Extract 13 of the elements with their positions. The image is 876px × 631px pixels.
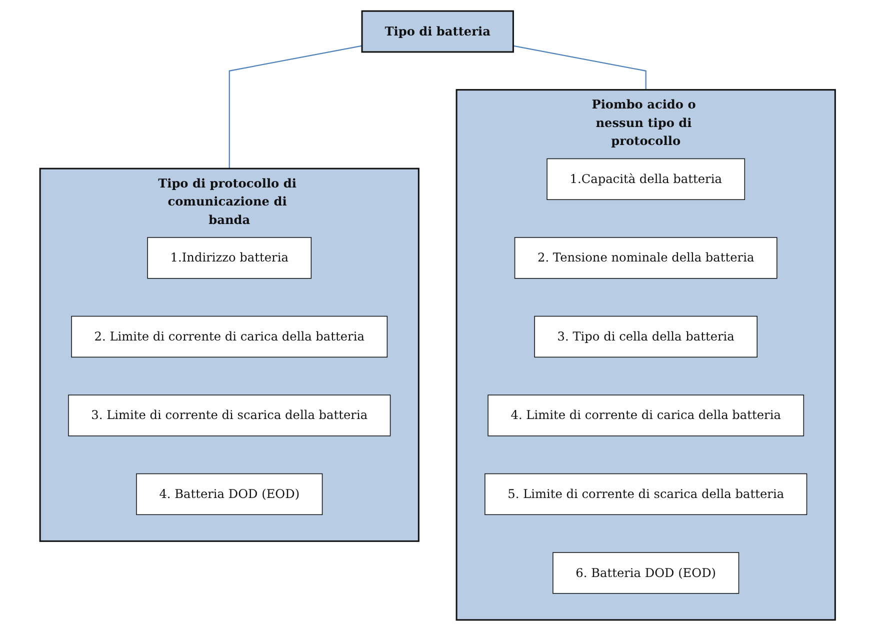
node-box: 6. Batteria DOD (EOD)	[552, 552, 740, 594]
node-box: 3. Tipo di cella della batteria	[534, 316, 758, 358]
node-box: 4. Batteria DOD (EOD)	[136, 473, 324, 516]
node-box: Tipo di batteria	[362, 10, 514, 53]
node-box: 5. Limite di corrente di scarica della batteria	[484, 473, 808, 516]
node-box: 4. Limite di corrente di carica della batteria	[488, 394, 804, 436]
connector	[229, 45, 363, 169]
node-box: 1.Indirizzo batteria	[148, 237, 312, 279]
node-box: 2. Tensione nominale della batteria	[514, 237, 778, 279]
node-box: 3. Limite di corrente di scarica della batteria	[68, 394, 392, 436]
node-box: 1.Capacità della batteria	[547, 158, 746, 200]
node-box: 2. Limite di corrente di carica della batteria	[72, 316, 388, 358]
connector	[513, 45, 647, 90]
